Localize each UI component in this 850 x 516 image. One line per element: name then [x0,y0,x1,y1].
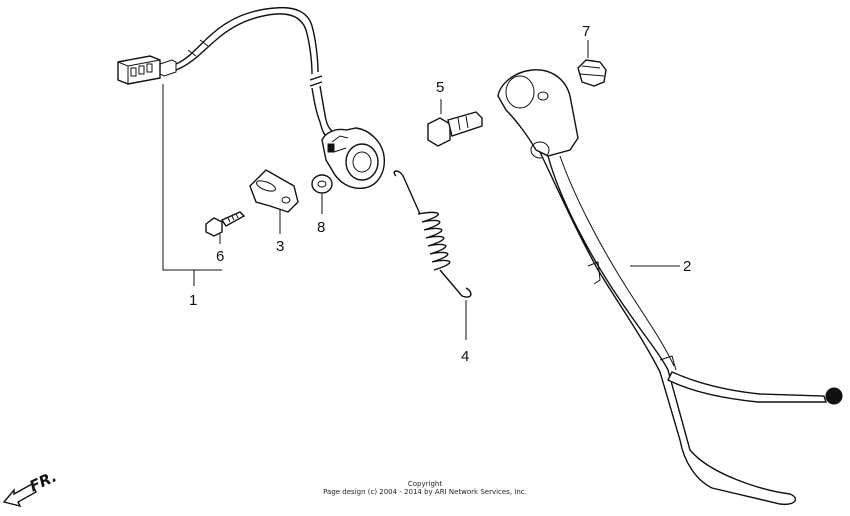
copyright-line-1: Copyright [408,480,442,488]
side-stand-switch-part-1 [117,6,385,286]
plate-part-3 [249,169,299,234]
copyright-line-2: Page design (c) 2004 - 2014 by ARI Netwo… [323,488,527,496]
bolt-part-6 [205,211,246,244]
callout-2: 2 [683,258,691,275]
washer-part-8 [311,174,333,214]
callout-5: 5 [436,79,444,96]
callout-8: 8 [317,219,325,236]
pivot-bolt-part-5 [427,99,483,147]
spring-part-4 [393,170,472,340]
cap-part-7 [577,40,607,87]
callout-3: 3 [276,238,284,255]
callout-7: 7 [582,23,590,40]
front-direction-label: FR. [27,467,60,495]
front-direction-arrow: FR. [2,467,60,508]
callout-6: 6 [216,248,224,265]
callout-4: 4 [461,348,469,365]
callout-1: 1 [189,292,197,309]
side-stand-part-2 [497,69,843,506]
